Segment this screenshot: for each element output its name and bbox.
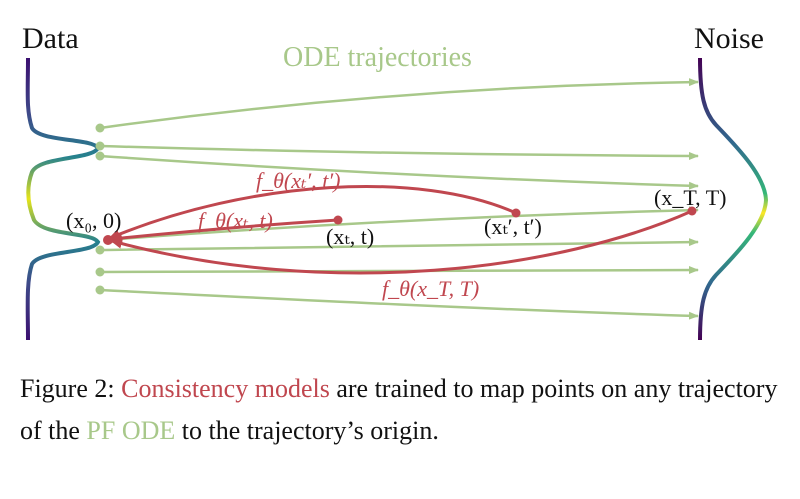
ode-trajectory-1: [99, 78, 699, 130]
point-xT: [687, 206, 697, 216]
figure-caption: Figure 2: Consistency models are trained…: [20, 368, 790, 452]
label-x0: (x₀, 0): [66, 208, 121, 233]
noise-distribution-curve: [698, 57, 769, 341]
data-distribution-curve: [25, 57, 101, 341]
mapping-arrow-xtp: [108, 185, 517, 240]
label-xtp: (xₜ′, t′): [484, 214, 542, 239]
caption-suffix: to the trajectory’s origin.: [175, 416, 439, 445]
point-x0: [103, 235, 113, 245]
data-label: Data: [22, 22, 79, 55]
label-xT: (x_T, T): [654, 185, 727, 210]
consistency-mapping-arrows: [108, 185, 693, 275]
ode-trajectory-4: [105, 206, 699, 242]
function-label-xtp: f_θ(xₜ′, t′): [256, 168, 341, 193]
trajectory-points: [103, 206, 697, 245]
ode-trajectory-2: [99, 144, 699, 160]
consistency-diagram: Data Noise ODE trajectories (x₀, 0): [22, 22, 769, 341]
ode-trajectory-3: [99, 154, 699, 190]
caption-middle: are trained to map points on any traject…: [20, 374, 778, 445]
start-dot: [95, 141, 105, 151]
mapping-arrow-xT: [110, 209, 693, 275]
point-xtp: [511, 208, 521, 218]
point-xt: [333, 215, 343, 225]
ode-trajectory-5: [99, 238, 699, 252]
start-dot: [95, 123, 105, 133]
start-dot: [95, 245, 105, 255]
ode-trajectory-lines: [99, 78, 699, 320]
ode-trajectories-label: ODE trajectories: [283, 42, 472, 73]
start-dot: [95, 267, 105, 277]
start-dot: [95, 285, 105, 295]
start-dot: [95, 151, 105, 161]
ode-trajectory-7: [99, 288, 699, 320]
mapping-arrow-xt: [110, 218, 339, 243]
noise-label: Noise: [694, 22, 764, 55]
label-xt: (xₜ, t): [326, 224, 374, 249]
caption-consistency-models: Consistency models: [121, 374, 330, 403]
function-label-xt: f_θ(xₜ, t): [198, 208, 273, 233]
function-label-xT: f_θ(x_T, T): [382, 276, 479, 301]
caption-pf-ode: PF ODE: [86, 416, 176, 445]
trajectory-start-dots: [95, 123, 105, 295]
caption-prefix: Figure 2:: [20, 374, 122, 403]
